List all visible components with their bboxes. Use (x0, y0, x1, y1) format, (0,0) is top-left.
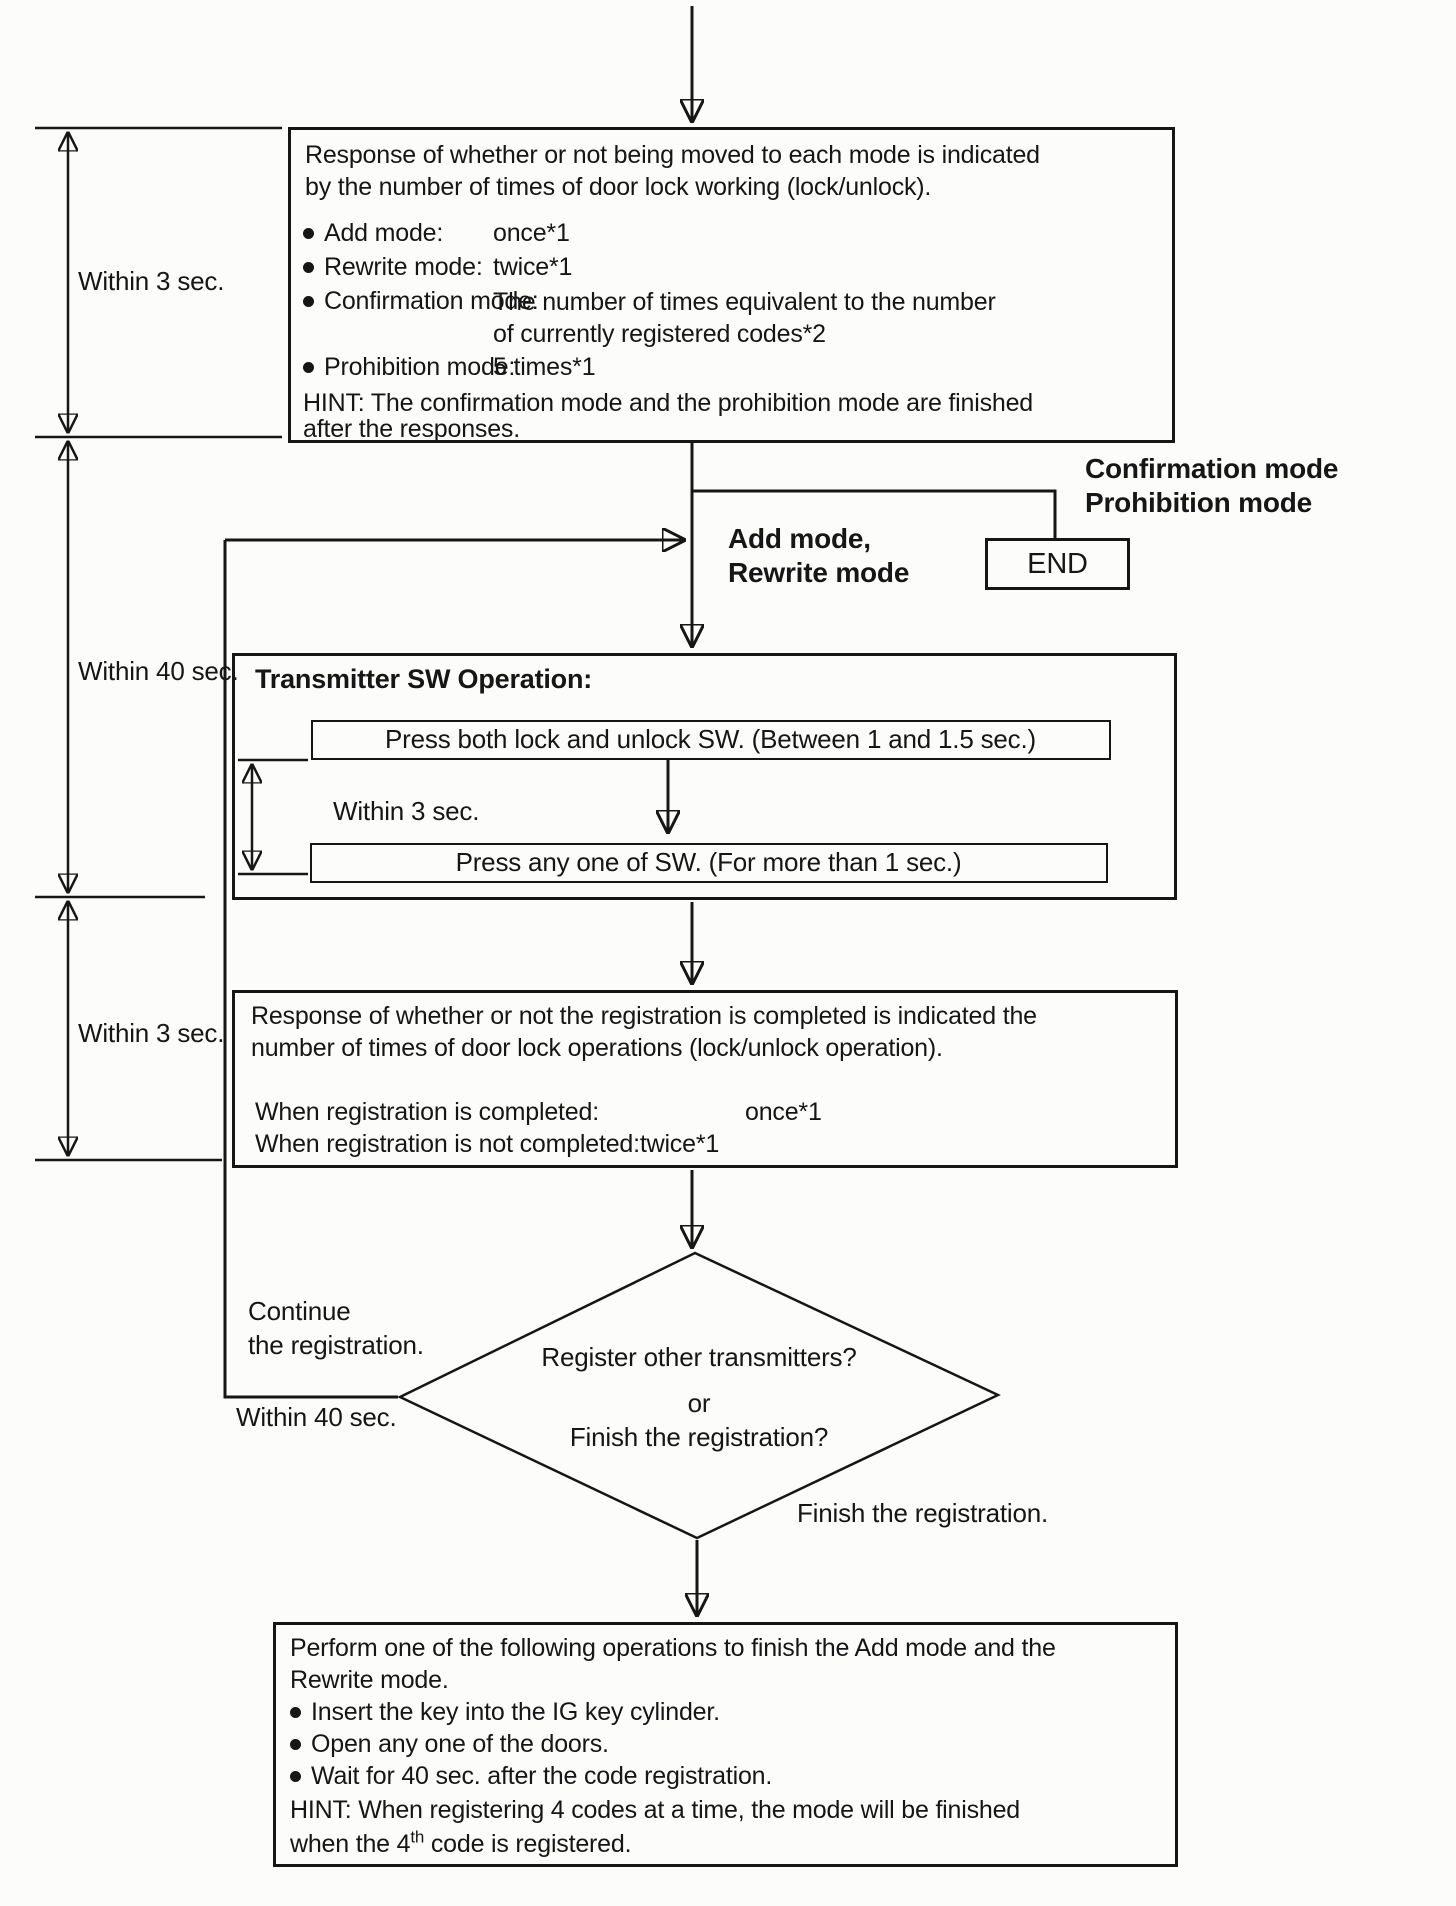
continue-registration-label-2: the registration. (248, 1330, 424, 1360)
finish-mode-hint2-pre: when the 4 (290, 1830, 411, 1858)
registration-completed-value: once*1 (745, 1098, 822, 1126)
continue-registration-label-1: Continue (248, 1296, 351, 1326)
finish-mode-hint2: when the 4th code is registered. (290, 1827, 632, 1859)
mode-item-rewrite-label: Rewrite mode: (324, 253, 483, 281)
end-box: END (985, 538, 1130, 590)
loop-return-path (223, 540, 398, 1399)
finish-mode-bullet-1: Insert the key into the IG key cylinder. (290, 1697, 720, 1727)
finish-mode-line1: Perform one of the following operations … (290, 1634, 1056, 1662)
timer-label-1: Within 3 sec. (78, 266, 225, 296)
bullet-icon (303, 296, 314, 307)
decision-diamond-shape (397, 1251, 1001, 1540)
bullet-icon (290, 1707, 301, 1718)
branch-to-end (692, 489, 1057, 538)
mode-item-prohibition-label: Prohibition mode: (324, 353, 516, 381)
finish-mode-line2: Rewrite mode. (290, 1666, 449, 1694)
registration-not-completed-line: When registration is not completed:twice… (255, 1130, 720, 1158)
bullet-icon (290, 1739, 301, 1750)
bullet-icon (303, 362, 314, 373)
timer-label-2: Within 40 sec. (78, 656, 239, 686)
registration-completed-label: When registration is completed: (255, 1098, 599, 1126)
press-any-sw-box: Press any one of SW. (For more than 1 se… (310, 843, 1108, 883)
mode-item-prohibition: Prohibition mode: (303, 352, 515, 382)
finish-mode-hint2-post: code is registered. (424, 1830, 632, 1858)
finish-registration-label: Finish the registration. (797, 1498, 1048, 1528)
transmitter-sw-operation-box: Transmitter SW Operation: Press both loc… (232, 653, 1177, 900)
transmitter-sw-title: Transmitter SW Operation: (255, 664, 593, 694)
response-mode-hint2: after the responses. (303, 415, 520, 443)
timer-label-3: Within 3 sec. (78, 1018, 225, 1048)
mode-item-rewrite: Rewrite mode: (303, 252, 483, 282)
confirmation-mode-label: Confirmation mode (1085, 453, 1339, 484)
finish-mode-box: Perform one of the following operations … (273, 1622, 1178, 1867)
finish-mode-bullet-1-text: Insert the key into the IG key cylinder. (311, 1698, 720, 1726)
mode-item-add-value: once*1 (493, 219, 570, 247)
add-mode-label: Add mode, (728, 523, 871, 554)
end-label: END (1027, 548, 1088, 580)
bullet-icon (303, 228, 314, 239)
press-both-sw-label: Press both lock and unlock SW. (Between … (385, 724, 1036, 754)
decision-line3: Finish the registration? (569, 1422, 829, 1452)
rewrite-mode-label: Rewrite mode (728, 557, 910, 588)
mode-item-confirmation-value: The number of times equivalent to the nu… (493, 288, 996, 348)
decision-line2: or (687, 1388, 711, 1418)
press-both-sw-box: Press both lock and unlock SW. (Between … (311, 720, 1111, 760)
mode-item-prohibition-value: 5 times*1 (493, 353, 596, 381)
response-mode-line1: Response of whether or not being moved t… (305, 141, 1040, 169)
registration-response-line1: Response of whether or not the registrat… (251, 1002, 1037, 1030)
registration-response-line2: number of times of door lock operations … (251, 1034, 943, 1062)
press-any-sw-label: Press any one of SW. (For more than 1 se… (455, 847, 962, 877)
finish-mode-bullet-2-text: Open any one of the doors. (311, 1730, 609, 1758)
loop-timer-label: Within 40 sec. (236, 1402, 397, 1432)
bullet-icon (303, 262, 314, 273)
finish-mode-hint1: HINT: When registering 4 codes at a time… (290, 1796, 1021, 1824)
response-mode-hint1: HINT: The confirmation mode and the proh… (303, 389, 1034, 417)
finish-mode-hint2-sup: th (410, 1827, 425, 1847)
finish-mode-bullet-3-text: Wait for 40 sec. after the code registra… (311, 1762, 773, 1790)
response-mode-box: Response of whether or not being moved t… (288, 127, 1175, 443)
mode-item-add-label: Add mode: (324, 219, 444, 247)
mode-item-add: Add mode: (303, 218, 443, 248)
decision-line1: Register other transmitters? (541, 1342, 857, 1372)
bullet-icon (290, 1771, 301, 1782)
finish-mode-bullet-2: Open any one of the doors. (290, 1729, 609, 1759)
response-mode-line2: by the number of times of door lock work… (305, 173, 932, 201)
mode-item-confirmation-label: Confirmation mode: (324, 287, 539, 315)
inner-timer-label: Within 3 sec. (333, 796, 480, 826)
mode-item-rewrite-value: twice*1 (493, 253, 573, 281)
finish-mode-bullet-3: Wait for 40 sec. after the code registra… (290, 1761, 772, 1791)
registration-response-box: Response of whether or not the registrat… (232, 990, 1178, 1168)
prohibition-mode-label: Prohibition mode (1085, 487, 1313, 518)
mode-item-confirmation: Confirmation mode: (303, 286, 539, 316)
